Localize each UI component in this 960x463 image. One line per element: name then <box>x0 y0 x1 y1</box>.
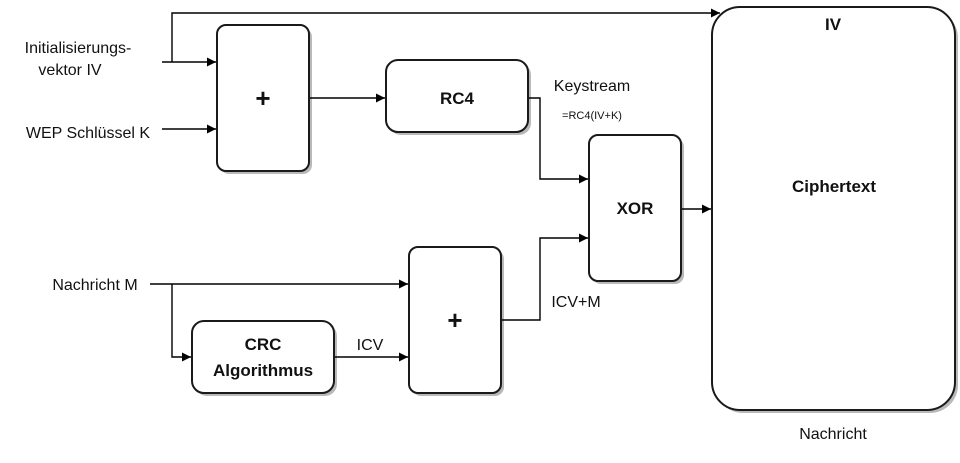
crc-label-line1: CRC <box>245 335 282 354</box>
icv-plus-m-label: ICV+M <box>551 294 600 311</box>
message-label: Nachricht M <box>52 277 137 294</box>
combine-block-top <box>216 24 310 172</box>
rc4-block <box>385 59 529 133</box>
rc4-label: RC4 <box>440 89 475 108</box>
xor-label: XOR <box>617 199 654 218</box>
ciphertext-label: Ciphertext <box>792 177 876 196</box>
key-label: WEP Schlüssel K <box>26 125 151 142</box>
keystream-label: Keystream <box>554 78 630 95</box>
message-to-crc-arrow <box>171 284 191 362</box>
keystream-arrow <box>529 97 588 184</box>
combine-top-symbol: + <box>255 83 270 113</box>
iv-label-line2: vektor IV <box>38 62 101 79</box>
combine-block-bottom <box>408 246 502 394</box>
iv-label-line1: Initialisierungs- <box>25 40 132 57</box>
output-frame <box>711 6 956 411</box>
iv-to-output-arrow <box>171 8 720 62</box>
crc-label-line2: Algorithmus <box>213 361 313 380</box>
keystream-formula: =RC4(IV+K) <box>562 110 622 122</box>
combine-bottom-symbol: + <box>447 305 462 335</box>
output-caption: Nachricht <box>799 426 867 443</box>
crc-block <box>191 320 335 394</box>
icv-plus-m-arrow <box>502 233 588 321</box>
output-iv-label: IV <box>825 15 842 34</box>
xor-block <box>588 134 682 282</box>
icv-label: ICV <box>357 337 384 354</box>
